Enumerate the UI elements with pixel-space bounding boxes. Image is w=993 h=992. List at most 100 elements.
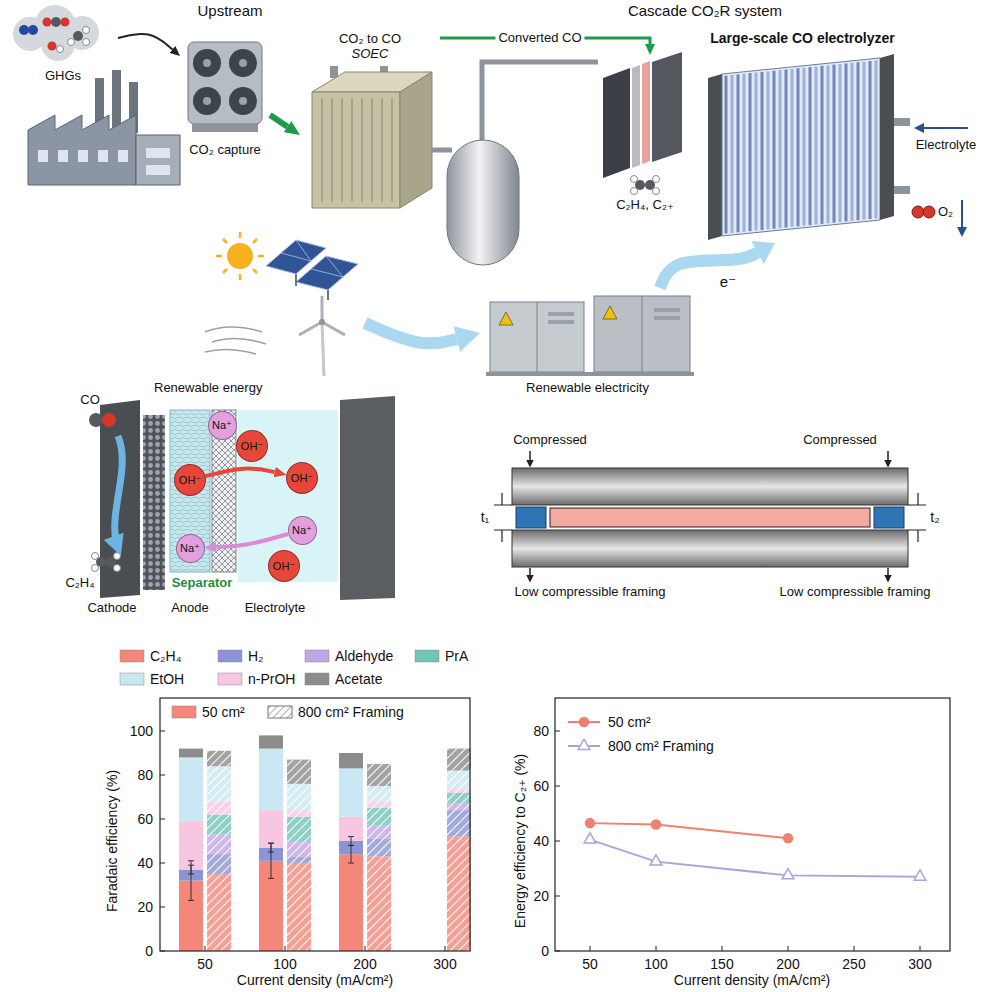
axis-label: 50 bbox=[197, 956, 213, 972]
ghg-cloud-part bbox=[61, 18, 70, 27]
axis-tick bbox=[656, 946, 657, 951]
bar-segment bbox=[447, 749, 471, 771]
unit-label: C₂H₄, C₂₊ bbox=[616, 198, 674, 213]
axis-label: 200 bbox=[776, 956, 799, 972]
axis-tick bbox=[160, 775, 165, 776]
cell-schematic-part bbox=[114, 565, 121, 572]
legend-text: Aldehyde bbox=[335, 648, 393, 664]
axis-tick bbox=[160, 951, 165, 952]
bar-segment bbox=[259, 735, 283, 748]
small-electrolyzer-part bbox=[631, 176, 638, 183]
legend-swatch bbox=[218, 650, 242, 662]
factory-part bbox=[136, 135, 180, 185]
ghg-cloud-part bbox=[43, 18, 52, 27]
renewable-sources-part bbox=[311, 256, 343, 277]
bar-hatch bbox=[367, 764, 391, 786]
bar-segment bbox=[287, 784, 311, 810]
stack-plate bbox=[815, 66, 818, 224]
bar-segment bbox=[367, 808, 391, 826]
capture-unit-part bbox=[239, 97, 247, 105]
compression-diagram-part bbox=[887, 568, 889, 581]
axis-tick bbox=[854, 946, 855, 951]
process-unit: Large-scale CO electrolyzer bbox=[700, 28, 905, 243]
ghg-cloud-part bbox=[68, 39, 75, 46]
figure-label: Compressed bbox=[513, 433, 587, 448]
bar-segment bbox=[339, 768, 363, 816]
legend-sample bbox=[120, 673, 144, 685]
gas-tank-part bbox=[432, 148, 452, 153]
stack-plate bbox=[749, 73, 752, 231]
soec-unit-part bbox=[400, 72, 432, 208]
axis-label: 0 bbox=[145, 943, 153, 959]
compression-diagram-part bbox=[874, 507, 904, 528]
legend-sample bbox=[568, 717, 600, 726]
bar-segment bbox=[179, 757, 203, 821]
flow-arrow bbox=[365, 323, 457, 343]
power-cabinets bbox=[486, 296, 694, 376]
axis-tick bbox=[722, 946, 723, 951]
bar-segment bbox=[287, 817, 311, 841]
legend-sample bbox=[172, 706, 196, 718]
legend-text: 50 cm² bbox=[608, 714, 651, 730]
figure-label: t₁ bbox=[481, 509, 490, 525]
stack-plate bbox=[845, 63, 848, 221]
bar-hatch bbox=[207, 751, 231, 766]
capture-unit-part bbox=[239, 59, 247, 67]
stack-plate bbox=[869, 61, 872, 219]
process-unit: GHGs bbox=[8, 8, 118, 86]
legend-samples bbox=[120, 650, 600, 749]
large-electrolyzer-part bbox=[722, 58, 880, 236]
legend-sample bbox=[415, 650, 439, 662]
bar-chart bbox=[160, 698, 471, 951]
bar-hatch bbox=[287, 817, 311, 841]
unit-label: SOEC bbox=[352, 47, 389, 62]
ion-circle: OH⁻ bbox=[236, 430, 268, 462]
bar-hatch bbox=[287, 760, 311, 784]
bar-hatch bbox=[207, 874, 231, 951]
factory bbox=[28, 70, 180, 185]
edge-label: e⁻ bbox=[717, 273, 739, 290]
legend-sample bbox=[568, 739, 600, 749]
axis-label: 80 bbox=[137, 767, 153, 783]
legend-text: PrA bbox=[445, 648, 468, 664]
axis-tick bbox=[555, 731, 560, 732]
ion-label: Na⁺ bbox=[292, 524, 312, 537]
axis-tick bbox=[555, 786, 560, 787]
axis-label: 40 bbox=[137, 855, 153, 871]
stack-plate bbox=[725, 76, 728, 234]
bar-segment bbox=[367, 786, 391, 801]
compression-diagram-part bbox=[512, 468, 908, 505]
stack-stripes bbox=[726, 60, 876, 233]
axis-label: Current density (mA/cm²) bbox=[237, 972, 393, 988]
bar-hatch bbox=[447, 788, 471, 792]
bar-hatch bbox=[207, 854, 231, 874]
error-bar bbox=[268, 843, 274, 878]
axis-tick bbox=[920, 946, 921, 951]
bar-hatch bbox=[207, 801, 231, 814]
bar-segment bbox=[259, 749, 283, 811]
cell-schematic-part bbox=[143, 415, 165, 590]
compression-diagram-part bbox=[550, 508, 870, 527]
figure-label: Separator bbox=[172, 576, 233, 591]
ghg-cloud-part bbox=[83, 39, 90, 46]
figure-label: CO bbox=[80, 393, 100, 408]
bar-hatch bbox=[447, 749, 471, 771]
axis-tick bbox=[160, 819, 165, 820]
flow-arrow bbox=[206, 469, 275, 477]
capture-unit-part bbox=[192, 124, 258, 132]
stack-plate bbox=[743, 74, 746, 232]
cell-schematic-part bbox=[89, 413, 103, 427]
stack-plate bbox=[821, 66, 824, 224]
gas-tank-part bbox=[447, 140, 519, 265]
bar-segment bbox=[179, 749, 203, 758]
legend-marker bbox=[578, 739, 590, 749]
bar-hatch bbox=[447, 793, 471, 804]
bar-hatch bbox=[447, 810, 471, 836]
small-electrolyzer-part bbox=[642, 61, 650, 164]
bar-hatch bbox=[447, 804, 471, 811]
stack-plate bbox=[773, 71, 776, 229]
plot-frame bbox=[555, 698, 950, 951]
bar-hatch bbox=[367, 839, 391, 857]
